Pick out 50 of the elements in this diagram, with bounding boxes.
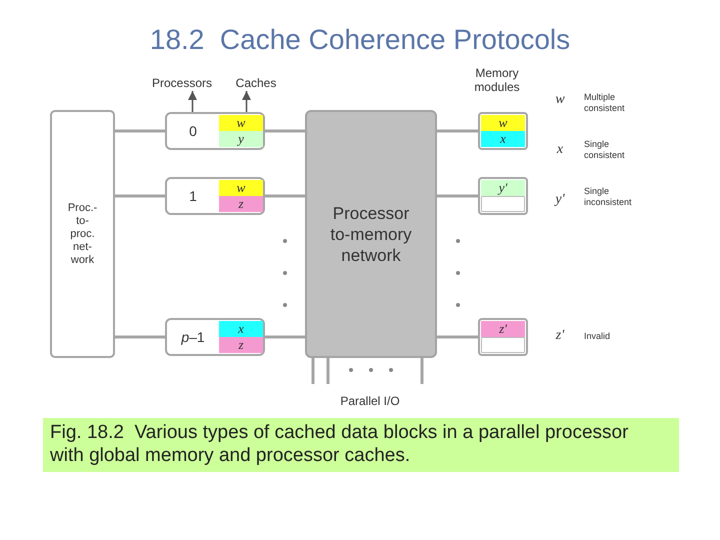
connector-line [115,336,165,338]
state-description: Single consistent [584,139,626,161]
memory-module [478,112,528,150]
connector-line [265,194,305,198]
memory-block: x [481,131,525,147]
figure-caption: Fig. 18.2 Various types of cached data blocks in a parallel processor with global memory and processor caches. [43,418,679,472]
slide-title: 18.2 Cache Coherence Protocols [148,24,572,56]
memory-block: w [481,115,525,131]
empty-block [481,337,525,353]
connector-line [265,130,305,132]
processor-box [165,112,265,150]
cache-block: z [219,337,263,353]
state-letter: w [554,92,566,108]
state-description: Single inconsistent [584,186,633,208]
processor-box [165,318,265,356]
io-line [420,358,424,384]
state-letter: x [556,142,564,158]
connector-line [265,336,305,338]
network-box: Processor to-memory network [305,110,437,358]
processor-number: p–1 [180,328,206,347]
cache-block: x [219,321,263,337]
network-box: Proc.- to- proc. net- work [50,110,115,358]
processor-number: 0 [188,122,198,141]
column-heading: Processors [144,74,220,91]
column-heading: Memory modules [473,66,521,94]
processor-box [165,177,265,215]
processor-number: 1 [188,187,198,206]
cache-block: w [219,115,263,131]
io-line [312,358,314,384]
connector-line [437,194,478,198]
cache-block: y [219,131,263,147]
connector-line [115,130,165,132]
io-line [326,358,330,384]
state-letter: z' [554,328,566,344]
connector-line [437,130,478,132]
memory-block: z' [481,321,525,337]
connector-line [115,194,165,198]
cache-block: z [219,196,263,212]
io-label: Parallel I/O [339,394,401,408]
state-letter: y' [553,192,566,208]
connector-line [437,336,478,338]
cache-block: w [219,180,263,196]
memory-module [478,318,528,356]
empty-block [481,196,525,212]
memory-module [478,177,528,215]
memory-block: y' [481,180,525,196]
arrow [188,91,197,112]
state-description: Invalid [584,331,612,342]
state-description: Multiple consistent [584,92,626,114]
column-heading: Caches [230,74,282,91]
